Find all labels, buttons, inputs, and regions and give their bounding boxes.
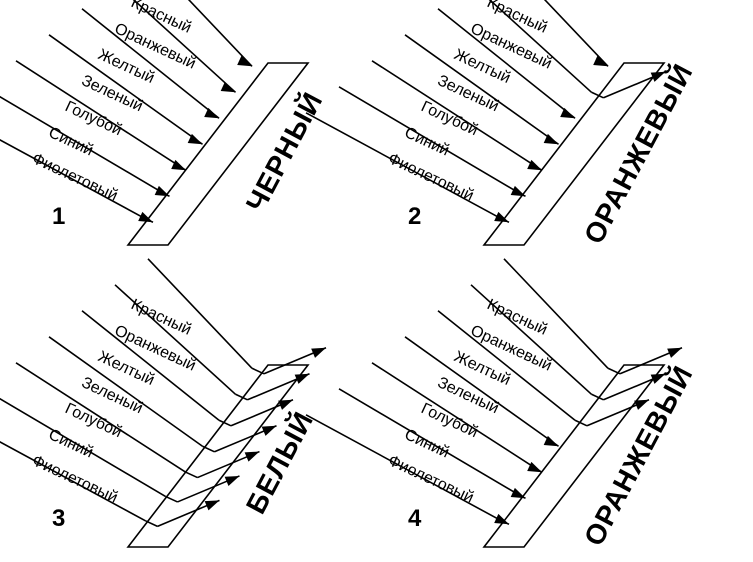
ray-label: Фиолетовый: [29, 150, 120, 204]
arrow-head: [494, 211, 509, 223]
surface-card: [126, 62, 310, 246]
arrow-head: [510, 185, 526, 197]
surface-card: [126, 364, 310, 548]
incident-ray: [81, 8, 220, 119]
reflect-point-segment: [185, 471, 198, 479]
incident-ray: [543, 0, 609, 67]
incident-ray: [404, 34, 559, 145]
incident-ray: [132, 0, 237, 93]
reflect-point-segment: [218, 419, 232, 427]
reflect-point-segment: [145, 520, 158, 528]
surface-card: [482, 364, 666, 548]
ray-label: Синий: [46, 426, 96, 461]
reflect-point-segment: [165, 495, 178, 503]
incident-ray: [114, 284, 237, 395]
ray-label: Синий: [402, 426, 452, 461]
incident-ray: [15, 362, 186, 473]
ray-label: Фиолетовый: [385, 452, 476, 506]
arrow-head: [650, 373, 666, 384]
incident-ray: [0, 397, 166, 498]
arrow-head: [527, 461, 542, 473]
incident-ray: [437, 8, 576, 119]
arrow-head: [187, 133, 203, 145]
arrow-head: [224, 475, 240, 486]
incident-ray: [371, 60, 542, 171]
arrow-head: [278, 399, 293, 410]
incident-ray: [187, 0, 253, 67]
ray-label: Синий: [46, 124, 96, 159]
arrow-head: [650, 71, 666, 82]
arrow-head: [244, 451, 260, 462]
arrow-head: [261, 425, 277, 436]
reflect-point-segment: [591, 393, 604, 401]
incident-ray: [147, 258, 253, 369]
incident-ray: [503, 258, 609, 369]
surface-card: [482, 62, 666, 246]
ray-label: Синий: [402, 124, 452, 159]
arrow-head: [634, 399, 649, 410]
incident-ray: [305, 414, 502, 522]
incident-ray: [371, 362, 542, 473]
incident-ray: [0, 95, 166, 196]
arrow-head: [204, 107, 219, 119]
panel-number: 3: [52, 505, 65, 532]
ray-label: Фиолетовый: [29, 452, 120, 506]
incident-ray: [470, 284, 593, 395]
panel-1: КрасныйОранжевыйЖелтыйЗеленыйГолубойСини…: [0, 0, 329, 246]
arrow-head: [154, 185, 170, 197]
arrow-head: [204, 500, 220, 511]
arrow-head: [237, 55, 252, 67]
panel-2: КрасныйОранжевыйЖелтыйЗеленыйГолубойСини…: [305, 0, 699, 249]
arrow-head: [560, 107, 575, 119]
reflect-point-segment: [607, 367, 621, 375]
incident-ray: [437, 310, 576, 421]
panel-number: 4: [408, 505, 422, 532]
incident-ray: [338, 388, 522, 498]
arrow-head: [510, 487, 526, 499]
arrow-head: [593, 55, 608, 67]
panel-number: 2: [408, 203, 421, 230]
incident-ray: [48, 34, 203, 145]
arrow-head: [494, 513, 509, 525]
reflect-point-segment: [235, 393, 248, 401]
incident-ray: [15, 60, 186, 171]
arrow-head: [667, 347, 682, 358]
incident-ray: [404, 336, 559, 447]
incident-ray: [0, 139, 146, 220]
panel-4: КрасныйОранжевыйЖелтыйЗеленыйГолубойСини…: [305, 258, 699, 551]
arrow-head: [543, 435, 559, 447]
ray-label: Фиолетовый: [385, 150, 476, 204]
incident-ray: [338, 86, 522, 196]
incident-ray: [48, 336, 203, 447]
reflect-point-segment: [591, 91, 604, 99]
arrow-head: [220, 81, 236, 93]
incident-ray: [81, 310, 220, 421]
incident-ray: [488, 0, 593, 93]
reflect-point-segment: [251, 367, 265, 375]
incident-ray: [305, 112, 502, 220]
arrow-head: [311, 347, 326, 358]
arrow-head: [527, 159, 542, 171]
reflect-point-segment: [574, 419, 588, 427]
incident-ray: [0, 441, 146, 522]
reflect-point-segment: [202, 445, 215, 453]
panel-number: 1: [52, 203, 65, 230]
arrow-head: [138, 211, 153, 223]
arrow-head: [543, 133, 559, 145]
arrow-head: [171, 159, 186, 171]
arrow-head: [294, 373, 310, 384]
panel-3: КрасныйОранжевыйЖелтыйЗеленыйГолубойСини…: [0, 258, 327, 548]
